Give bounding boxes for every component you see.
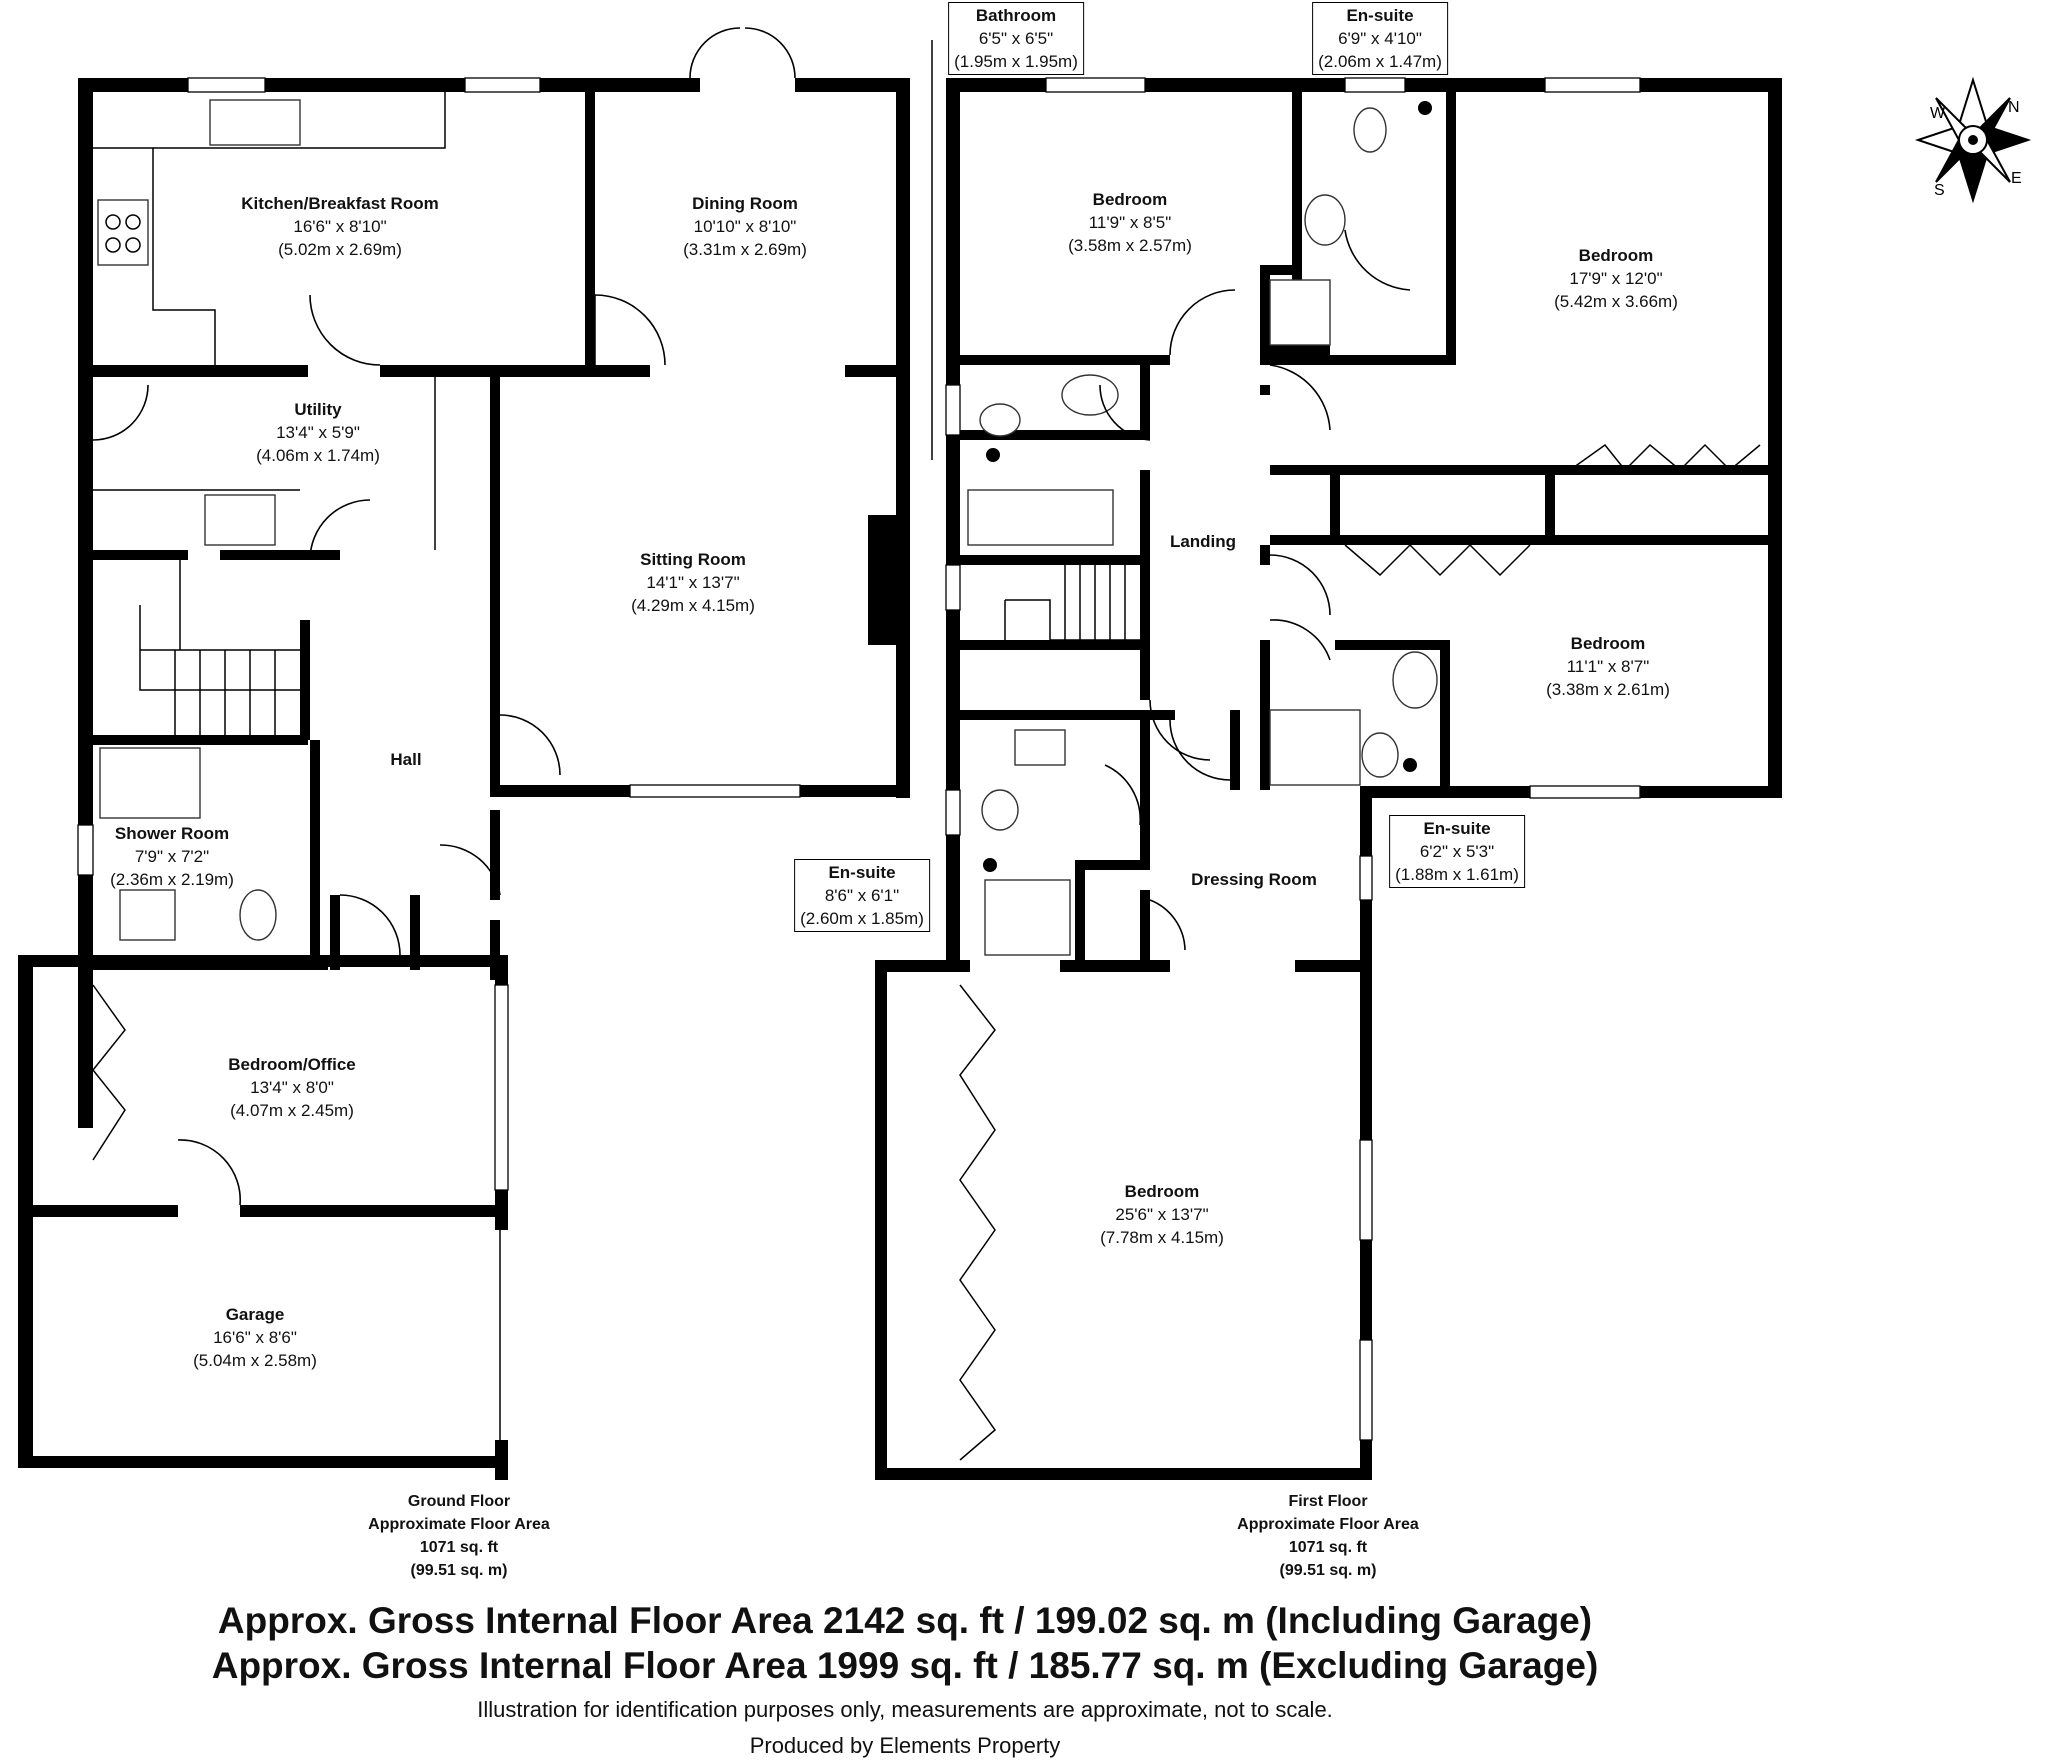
compass-rose-icon: N E S W [1914,76,2032,204]
room-name: Bedroom [1578,246,1654,265]
caption-line: Ground Floor [407,1493,511,1510]
room-name: Bedroom [1092,190,1168,209]
room-name: En-suite [828,863,896,882]
room-size-imperial: 7'9" x 7'2" [134,847,210,866]
room-size-metric: (7.78m x 4.15m) [1100,1228,1224,1247]
gross-area-including: Approx. Gross Internal Floor Area 2142 s… [217,1600,1593,1641]
room-size-imperial: 6'9" x 4'10" [1338,29,1422,48]
room-name: Kitchen/Breakfast Room [241,194,439,213]
room-size-metric: (3.31m x 2.69m) [683,240,807,259]
room-name: Utility [294,400,342,419]
room-label-kitchen: Kitchen/Breakfast Room 16'6" x 8'10" (5.… [241,192,438,261]
room-size-imperial: 11'1" x 8'7" [1566,657,1650,676]
first-stairs [1004,555,1140,641]
room-label-sitting: Sitting Room 14'1" x 13'7" (4.29m x 4.15… [631,548,755,617]
room-name: Bedroom [1570,634,1646,653]
room-name: En-suite [1346,6,1414,25]
room-name: Sitting Room [640,550,746,569]
room-label-ensuite-top: En-suite 6'9" x 4'10" (2.06m x 1.47m) [1312,2,1448,75]
first-floor-plan [875,40,1782,1480]
room-name: Bathroom [975,6,1057,25]
room-name: Garage [225,1305,285,1324]
room-size-metric: (2.06m x 1.47m) [1318,52,1442,71]
room-size-imperial: 6'5" x 6'5" [978,29,1054,48]
room-label-landing: Landing [1170,530,1236,553]
room-label-bedroom-office: Bedroom/Office 13'4" x 8'0" (4.07m x 2.4… [228,1053,356,1122]
ground-floor-caption: Ground Floor Approximate Floor Area 1071… [368,1490,550,1582]
caption-line: (99.51 sq. m) [1279,1562,1377,1579]
room-size-imperial: 6'2" x 5'3" [1419,842,1495,861]
room-label-garage: Garage 16'6" x 8'6" (5.04m x 2.58m) [193,1303,317,1372]
room-name: En-suite [1423,819,1491,838]
room-name: Shower Room [114,824,230,843]
room-size-metric: (4.29m x 4.15m) [631,596,755,615]
room-label-ensuite-left: En-suite 8'6" x 6'1" (2.60m x 1.85m) [794,859,930,932]
room-size-metric: (5.02m x 2.69m) [278,240,402,259]
room-label-bedroom-2: Bedroom 11'9" x 8'5" (3.58m x 2.57m) [1068,188,1192,257]
room-size-imperial: 10'10" x 8'10" [693,217,797,236]
room-label-dining: Dining Room 10'10" x 8'10" (3.31m x 2.69… [683,192,807,261]
room-size-metric: (1.88m x 1.61m) [1395,865,1519,884]
caption-line: First Floor [1288,1493,1368,1510]
room-size-metric: (3.58m x 2.57m) [1068,236,1192,255]
room-label-bathroom: Bathroom 6'5" x 6'5" (1.95m x 1.95m) [948,2,1084,75]
room-label-shower: Shower Room 7'9" x 7'2" (2.36m x 2.19m) [110,822,234,891]
room-size-metric: (4.07m x 2.45m) [230,1101,354,1120]
caption-line: 1071 sq. ft [1288,1539,1368,1556]
compass-east-label: E [2011,170,2022,187]
room-label-utility: Utility 13'4" x 5'9" (4.06m x 1.74m) [256,398,380,467]
room-size-metric: (5.04m x 2.58m) [193,1351,317,1370]
room-size-metric: (4.06m x 1.74m) [256,446,380,465]
room-size-imperial: 13'4" x 8'0" [250,1078,334,1097]
room-size-metric: (2.36m x 2.19m) [110,870,234,889]
room-name: Hall [390,750,422,769]
room-label-bedroom-1: Bedroom 17'9" x 12'0" (5.42m x 3.66m) [1554,244,1678,313]
caption-line: Approximate Floor Area [368,1516,550,1533]
room-name: Bedroom [1124,1182,1200,1201]
room-size-metric: (3.38m x 2.61m) [1546,680,1670,699]
room-label-bedroom-master: Bedroom 25'6" x 13'7" (7.78m x 4.15m) [1100,1180,1224,1249]
room-size-metric: (5.42m x 3.66m) [1554,292,1678,311]
room-size-imperial: 16'6" x 8'6" [213,1328,297,1347]
room-size-imperial: 16'6" x 8'10" [293,217,387,236]
room-size-imperial: 25'6" x 13'7" [1115,1205,1209,1224]
compass-north-label: N [2008,99,2020,116]
caption-line: Approximate Floor Area [1237,1516,1419,1533]
room-size-metric: (1.95m x 1.95m) [954,52,1078,71]
room-size-imperial: 14'1" x 13'7" [646,573,740,592]
room-label-hall: Hall [390,748,421,771]
caption-line: 1071 sq. ft [419,1539,499,1556]
caption-line: (99.51 sq. m) [410,1562,508,1579]
compass-south-label: S [1934,182,1945,199]
room-label-bedroom-3: Bedroom 11'1" x 8'7" (3.38m x 2.61m) [1546,632,1670,701]
room-size-imperial: 8'6" x 6'1" [824,886,900,905]
room-size-imperial: 13'4" x 5'9" [276,423,360,442]
room-name: Dining Room [692,194,798,213]
ground-floor-plan [18,27,910,1480]
room-name: Bedroom/Office [228,1055,356,1074]
ground-stairs [139,560,300,735]
first-floor-caption: First Floor Approximate Floor Area 1071 … [1237,1490,1419,1582]
room-size-metric: (2.60m x 1.85m) [800,909,924,928]
compass-west-label: W [1930,105,1946,122]
disclaimer: Illustration for identification purposes… [477,1697,1333,1722]
gross-area-excluding: Approx. Gross Internal Floor Area 1999 s… [211,1645,1599,1686]
producer-credit: Produced by Elements Property [749,1733,1061,1758]
room-name: Landing [1169,532,1237,551]
room-label-ensuite-right: En-suite 6'2" x 5'3" (1.88m x 1.61m) [1389,815,1525,888]
room-label-dressing: Dressing Room [1191,868,1317,891]
room-size-imperial: 17'9" x 12'0" [1569,269,1663,288]
room-size-imperial: 11'9" x 8'5" [1088,213,1172,232]
room-name: Dressing Room [1191,870,1317,889]
